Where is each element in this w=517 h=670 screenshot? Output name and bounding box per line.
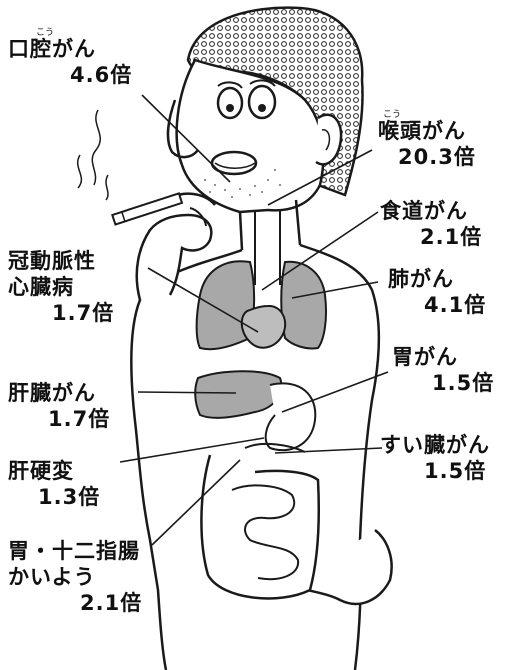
- large-intestine: [201, 455, 318, 598]
- left-eye: [218, 88, 242, 118]
- label-oral-cancer: こう 口腔がん 4.6倍: [8, 36, 132, 88]
- liver: [195, 371, 281, 418]
- furigana-mouth: こう: [36, 20, 54, 46]
- right-eye: [249, 86, 275, 118]
- label-lung-cancer: 肺がん 4.1倍: [388, 266, 486, 318]
- stomach: [266, 383, 316, 450]
- smoke: [78, 110, 108, 200]
- trachea: [255, 210, 280, 285]
- label-cirrhosis: 肝硬変 1.3倍: [8, 458, 100, 510]
- label-liver-cancer: 肝臓がん 1.7倍: [8, 380, 110, 432]
- label-larynx-cancer: こう 喉頭がん 20.3倍: [378, 118, 476, 170]
- raised-arm: [137, 215, 212, 300]
- right-lung: [281, 262, 326, 349]
- label-ulcer: 胃・十二指腸 かいよう 2.1倍: [8, 538, 142, 616]
- label-stomach-cancer: 胃がん 1.5倍: [392, 344, 494, 396]
- label-esophagus-cancer: 食道がん 2.1倍: [380, 198, 482, 250]
- label-pancreas-cancer: すい臓がん 1.5倍: [380, 432, 490, 484]
- label-coronary-heart-disease: 冠動脈性 心臓病 1.7倍: [8, 248, 114, 326]
- furigana-larynx: こう: [383, 102, 401, 128]
